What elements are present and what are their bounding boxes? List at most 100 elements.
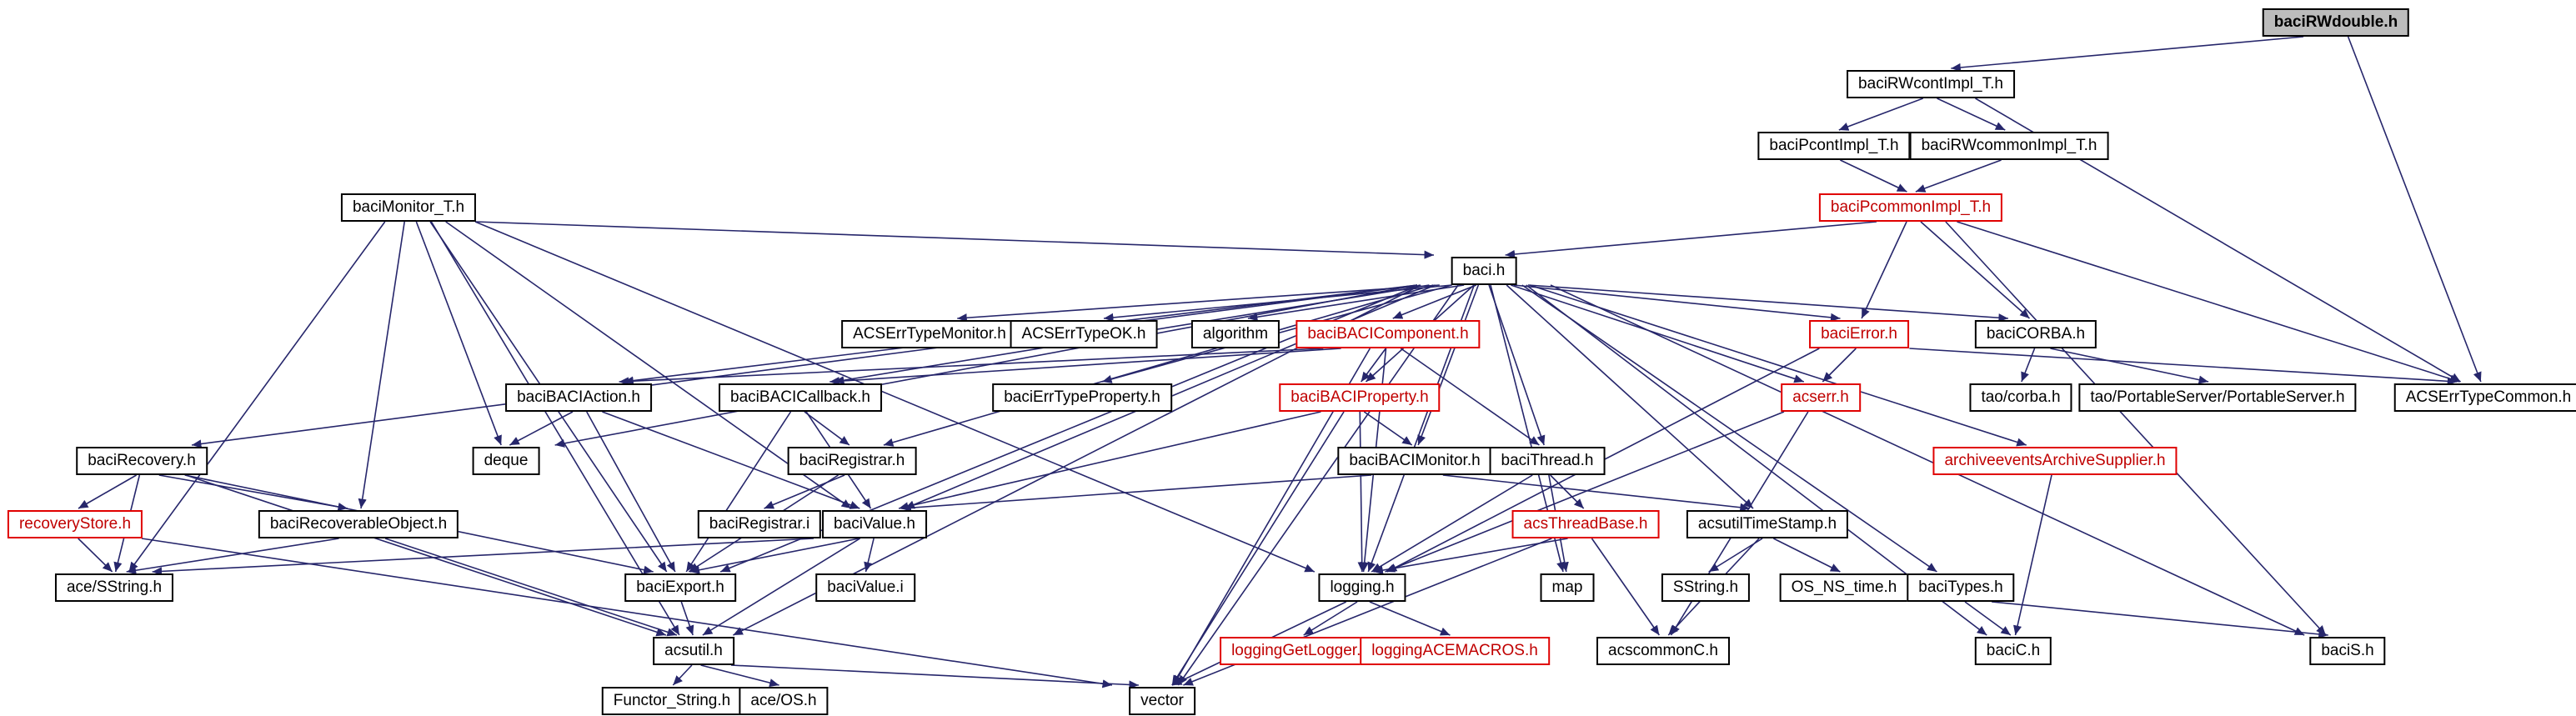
edge-bacierror-acserrtypecommon: [1909, 348, 2458, 386]
edge-rwcont-rwcommon: [1937, 98, 2006, 131]
graph-node-bacirecovery[interactable]: baciRecovery.h: [76, 447, 208, 475]
graph-node-bacierrtypeproperty[interactable]: baciErrTypeProperty.h: [992, 383, 1172, 412]
graph-node-bacivaluei[interactable]: baciValue.i: [815, 573, 915, 602]
graph-node-loggingacemacros[interactable]: loggingACEMACROS.h: [1360, 637, 1550, 665]
edge-bacirecoverable-acsutil: [384, 538, 678, 637]
edge-logging-loggingacemacros: [1369, 601, 1451, 636]
graph-node-baci[interactable]: baci.h: [1451, 257, 1517, 285]
edge-archivesupplier-bacic: [2013, 474, 2052, 636]
edge-bacicomponent-baciproperty: [1361, 348, 1386, 383]
edge-bacicallback-baciregistrar: [804, 411, 850, 446]
edge-rwcont-pcont: [1838, 98, 1924, 131]
edge-baci-bacicomponent: [1392, 284, 1477, 319]
graph-node-vector[interactable]: vector: [1129, 687, 1195, 715]
graph-node-pcommon[interactable]: baciPcommonImpl_T.h: [1818, 193, 2003, 222]
edge-acsthreadbase-acscommonc: [1591, 538, 1661, 636]
edge-baci-bacirecovery: [191, 284, 1418, 448]
graph-node-baciproperty[interactable]: baciBACIProperty.h: [1279, 383, 1441, 412]
graph-node-baciexport[interactable]: baciExport.h: [624, 573, 736, 602]
edge-baciproperty-logging: [1357, 411, 1366, 573]
edge-monitor-deque: [415, 221, 502, 446]
graph-node-bacis[interactable]: baciS.h: [2309, 637, 2386, 665]
graph-node-deque[interactable]: deque: [472, 447, 540, 475]
graph-node-taoportable[interactable]: tao/PortableServer/PortableServer.h: [2078, 383, 2357, 412]
edge-baci-archivesupplier: [1529, 284, 2027, 447]
graph-node-baciaction[interactable]: baciBACIAction.h: [505, 383, 652, 412]
edge-bacithread-logging: [1371, 474, 1533, 573]
graph-node-acesstring[interactable]: ace/SString.h: [54, 573, 174, 602]
edge-rwcommon-pcommon: [1915, 159, 2002, 193]
graph-node-bacivalue[interactable]: baciValue.h: [822, 510, 927, 538]
graph-node-logging[interactable]: logging.h: [1318, 573, 1406, 602]
edge-bacirecoverable-acesstring: [126, 538, 339, 575]
edge-acsutiltimestamp-osnstime: [1773, 538, 1841, 573]
graph-node-acscommonc[interactable]: acscommonC.h: [1596, 637, 1730, 665]
graph-node-monitor[interactable]: baciMonitor_T.h: [340, 193, 477, 222]
graph-node-acsutil[interactable]: acsutil.h: [653, 637, 734, 665]
edge-bacicallback-baciexport: [685, 411, 792, 573]
edge-acsutil-aceos: [700, 664, 779, 688]
graph-node-logginggetlogger[interactable]: loggingGetLogger.h: [1220, 637, 1381, 665]
graph-node-map[interactable]: map: [1540, 573, 1595, 602]
graph-node-rwcommon[interactable]: baciRWcommonImpl_T.h: [1909, 132, 2109, 160]
graph-node-sstring[interactable]: SString.h: [1661, 573, 1751, 602]
graph-node-functorstring[interactable]: Functor_String.h: [601, 687, 743, 715]
edge-monitor-logging: [474, 221, 1316, 573]
graph-node-bacithread[interactable]: baciThread.h: [1489, 447, 1606, 475]
edge-pcont-pcommon: [1840, 159, 1907, 193]
edge-bacimonitorh-bacivalue: [901, 474, 1372, 513]
graph-node-rwdouble[interactable]: baciRWdouble.h: [2262, 8, 2410, 37]
edge-acserr-logging: [1385, 411, 1785, 573]
graph-node-bacicallback[interactable]: baciBACICallback.h: [719, 383, 882, 412]
edge-monitor-bacivalue: [445, 221, 852, 509]
edge-recoverystore-vector: [141, 538, 1113, 688]
edge-bacitypes-bacic: [1964, 601, 2012, 636]
edge-bacivalue-acsutil: [702, 538, 861, 636]
edge-acsthreadbase-logging: [1373, 538, 1568, 575]
graph-node-acserrtypeok[interactable]: ACSErrTypeOK.h: [1010, 320, 1158, 348]
graph-node-bacicomponent[interactable]: baciBACIComponent.h: [1296, 320, 1481, 348]
edge-bacicorba-taocorba: [2021, 348, 2036, 383]
edge-baci-bacis: [1550, 284, 2305, 636]
graph-node-pcont[interactable]: baciPcontImpl_T.h: [1757, 132, 1911, 160]
edge-bacivalue-bacivaluei: [864, 538, 875, 573]
graph-node-baciregistrar[interactable]: baciRegistrar.h: [787, 447, 917, 475]
edge-bacierror-acserr: [1822, 348, 1857, 383]
edge-pcommon-bacis: [1945, 221, 2327, 636]
graph-node-acsutiltimestamp[interactable]: acsutilTimeStamp.h: [1686, 510, 1849, 538]
graph-node-baciregistrari[interactable]: baciRegistrar.i: [697, 510, 822, 538]
graph-node-acserrtypecommon[interactable]: ACSErrTypeCommon.h: [2393, 383, 2576, 412]
graph-node-acserrtypemonitor[interactable]: ACSErrTypeMonitor.h: [841, 320, 1018, 348]
graph-node-bacicorba[interactable]: baciCORBA.h: [1974, 320, 2097, 348]
graph-node-bacic[interactable]: baciC.h: [1974, 637, 2052, 665]
edge-baci-acserrtypemonitor: [957, 284, 1440, 323]
edge-baci-acserr: [1511, 284, 1805, 383]
graph-node-acserr[interactable]: acserr.h: [1781, 383, 1861, 412]
edge-baci-algorithm: [1247, 284, 1465, 322]
edge-pcommon-bacierror: [1861, 221, 1907, 319]
graph-node-bacirecoverable[interactable]: baciRecoverableObject.h: [258, 510, 459, 538]
graph-node-recoverystore[interactable]: recoveryStore.h: [7, 510, 143, 538]
edge-baci-bacimonitorh: [1417, 284, 1480, 446]
edge-baciaction-deque: [509, 411, 574, 446]
graph-node-archivesupplier[interactable]: archiveeventsArchiveSupplier.h: [1932, 447, 2178, 475]
edge-bacivalue-baciexport: [689, 538, 860, 574]
graph-node-bacitypes[interactable]: baciTypes.h: [1907, 573, 2015, 602]
edge-baci-bacitypes: [1521, 284, 1937, 573]
edge-baciproperty-bacimonitorh: [1363, 411, 1413, 446]
graph-node-acsthreadbase[interactable]: acsThreadBase.h: [1511, 510, 1660, 538]
graph-node-algorithm[interactable]: algorithm: [1190, 320, 1280, 348]
edge-monitor-acsutil: [430, 221, 680, 636]
graph-node-bacimonitorh[interactable]: baciBACIMonitor.h: [1337, 447, 1492, 475]
graph-node-bacierror[interactable]: baciError.h: [1809, 320, 1909, 348]
edge-bacithread-acsthreadbase: [1550, 474, 1585, 509]
edge-baci-deque: [554, 284, 1418, 448]
graph-node-taocorba[interactable]: tao/corba.h: [1969, 383, 2072, 412]
edge-baciproperty-vector: [1171, 411, 1345, 686]
graph-node-osnstime[interactable]: OS_NS_time.h: [1779, 573, 1909, 602]
edge-rwdouble-rwcont: [1951, 36, 2304, 73]
edge-monitor-bacirecoverable: [358, 221, 405, 509]
graph-node-rwcont[interactable]: baciRWcontImpl_T.h: [1847, 70, 2015, 98]
graph-node-aceos[interactable]: ace/OS.h: [739, 687, 829, 715]
